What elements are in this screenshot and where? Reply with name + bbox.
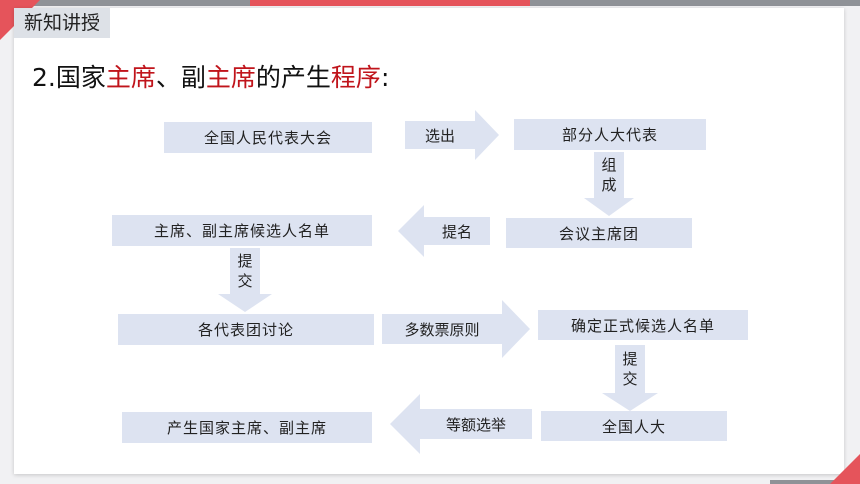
title-part: 的产生 [255,63,331,92]
arrow-left-icon [390,394,420,454]
arrow-form-char: 组 [601,156,617,174]
arrow-form-label: 组 成 [594,152,624,198]
arrow-majority-label: 多数票原则 [382,314,502,344]
arrow-submit-2-char: 提 [622,350,638,368]
arrow-nominate-label: 提名 [424,217,490,245]
box-discuss: 各代表团讨论 [118,314,374,345]
box-some-deputies: 部分人大代表 [514,119,706,150]
box-confirm: 确定正式候选人名单 [538,310,748,340]
title-part: 、副 [155,63,206,92]
arrow-down-icon [218,294,272,312]
bottom-gray-stripe [770,480,860,484]
arrow-submit-1-char: 提 [237,252,253,270]
box-candidates: 主席、副主席候选人名单 [112,215,372,246]
box-npc: 全国人大 [541,411,727,441]
arrow-majority: 多数票原则 [382,300,530,358]
arrow-equal: 等额选举 [390,394,532,454]
arrow-submit-1-label: 提 交 [230,248,260,294]
arrow-submit-2-label: 提 交 [615,345,645,393]
arrow-down-icon [584,198,634,216]
arrow-submit-2: 提 交 [602,345,658,411]
section-badge: 新知讲授 [14,8,110,38]
box-presidium: 会议主席团 [506,218,692,248]
title-part: 2.国家 [32,63,106,92]
top-red-stripe [250,0,530,6]
arrow-form-char: 成 [601,176,617,194]
arrow-left-icon [398,205,424,257]
title-part: : [380,63,390,92]
title-highlight: 主席 [205,63,256,92]
bottom-red-triangle [830,454,860,484]
arrow-right-icon [502,300,530,358]
title-highlight: 程序 [330,63,381,92]
arrow-equal-label: 等额选举 [420,409,532,439]
box-npc-full: 全国人民代表大会 [164,122,372,153]
arrow-nominate: 提名 [398,205,490,257]
arrow-form: 组 成 [584,152,634,216]
arrow-elect-label: 选出 [405,121,475,149]
box-result: 产生国家主席、副主席 [122,412,372,443]
arrow-elect: 选出 [405,110,499,160]
arrow-submit-1: 提 交 [218,248,272,312]
arrow-submit-1-char: 交 [237,272,253,290]
title-highlight: 主席 [105,63,156,92]
slide-title: 2.国家主席、副主席的产生程序: [32,58,389,94]
arrow-down-icon [602,393,658,411]
arrow-right-icon [475,110,499,160]
arrow-submit-2-char: 交 [622,370,638,388]
